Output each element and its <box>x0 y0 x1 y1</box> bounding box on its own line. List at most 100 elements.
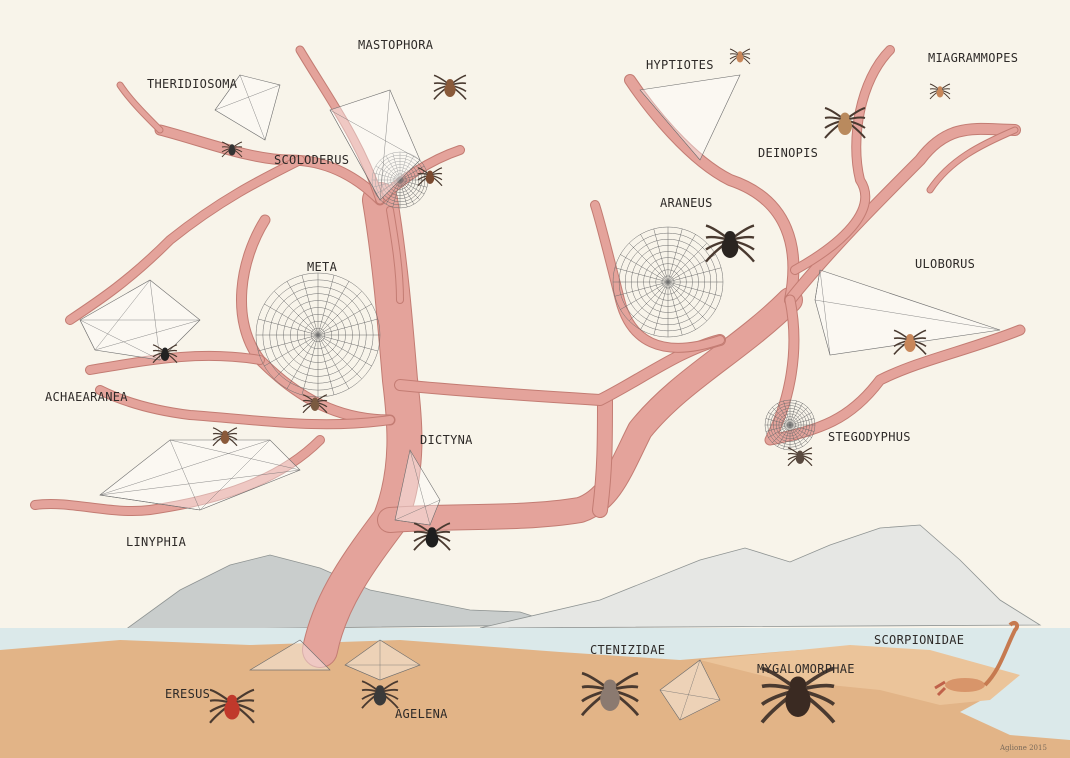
spider-eresus <box>209 688 255 724</box>
web-radial <box>628 281 669 322</box>
web-spiral <box>255 272 381 398</box>
web-radial <box>375 165 401 181</box>
branch <box>395 335 725 405</box>
branch <box>86 351 264 374</box>
label-miagrammopes: MIAGRAMMOPES <box>928 51 1019 65</box>
spider-head <box>427 527 437 536</box>
web-spiral <box>269 286 367 384</box>
web-radial <box>317 334 335 395</box>
web-radial <box>653 228 669 283</box>
web-radial <box>768 424 791 438</box>
web-radial <box>789 400 797 426</box>
web-spiral <box>767 402 813 448</box>
label-stegodyphus: STEGODYPHUS <box>828 430 911 444</box>
web-radial <box>399 179 408 208</box>
branch <box>303 183 422 667</box>
sand-spit <box>700 645 1020 705</box>
web-linyphia <box>99 439 301 511</box>
web-thread <box>394 499 441 521</box>
web-spiral <box>770 405 810 445</box>
web-spiral <box>612 226 724 338</box>
web-radial <box>385 155 401 181</box>
web-dictyna <box>394 449 441 526</box>
web-thread <box>659 689 721 701</box>
web-radial <box>789 424 808 443</box>
spider-head <box>737 51 743 56</box>
web-radial <box>620 254 669 283</box>
web-araneus <box>612 226 724 338</box>
web-radial <box>789 403 803 426</box>
web-thread <box>214 74 241 111</box>
web-radial <box>667 267 722 283</box>
web-radial <box>789 424 803 447</box>
web-radial <box>258 334 319 352</box>
spider-abdomen <box>785 684 811 717</box>
spider-scoloderus <box>417 167 443 187</box>
branch <box>66 156 304 324</box>
web-thread <box>99 469 301 496</box>
spider-hyptiotes <box>729 48 751 65</box>
spider-theridiosoma <box>221 141 243 158</box>
web-radial <box>317 334 350 389</box>
branch <box>593 393 612 517</box>
spider-ctenizidae <box>580 671 640 717</box>
web-thread <box>94 319 201 351</box>
branch <box>31 436 324 515</box>
web-thread <box>214 84 281 111</box>
web-agelena <box>344 639 421 681</box>
spider-head <box>789 676 807 693</box>
web-thread <box>344 664 381 681</box>
web-spiral <box>637 251 699 313</box>
web-radial <box>372 172 401 181</box>
spider-head <box>312 397 318 403</box>
web-spiral <box>655 269 681 295</box>
spider-abdomen <box>795 453 805 464</box>
scorpion-claws <box>934 680 947 697</box>
web-radial <box>301 275 319 336</box>
web-radial <box>667 281 683 336</box>
spider-abdomen <box>224 699 240 720</box>
label-theridiosoma: THERIDIOSOMA <box>147 77 238 91</box>
web-spiral <box>374 154 426 206</box>
web-radial <box>385 179 401 205</box>
web-radial <box>317 281 350 336</box>
web-radial <box>772 407 791 426</box>
web-spiral <box>262 279 374 391</box>
spider-mastophora <box>433 74 467 100</box>
branch <box>117 82 163 133</box>
web-radial <box>777 424 791 447</box>
spider-abdomen <box>220 433 230 444</box>
web-thread <box>149 279 161 361</box>
spider-abdomen <box>444 82 456 98</box>
web-radial <box>301 334 319 395</box>
web-radial <box>399 155 415 181</box>
spider-mygalomorphae <box>760 666 836 724</box>
web-spiral <box>624 238 712 326</box>
web-spiral <box>290 307 346 363</box>
spider-abdomen <box>936 88 944 98</box>
label-eresus: ERESUS <box>165 687 211 701</box>
web-uloborus <box>814 269 1001 356</box>
signature: Aglione 2015 <box>999 744 1047 752</box>
spider-stegodyphus <box>787 447 813 467</box>
web-ctenizidae <box>659 659 721 721</box>
branch <box>791 46 894 274</box>
web-radial <box>317 303 372 336</box>
branch <box>927 127 1018 193</box>
spider-abdomen <box>838 117 852 135</box>
web-spiral <box>764 399 816 451</box>
web-meta <box>255 272 381 398</box>
web-spiral <box>773 408 807 442</box>
scorpion-body <box>945 678 985 692</box>
branch <box>785 123 1020 305</box>
spider-agelena <box>361 680 399 709</box>
web-radial <box>783 424 791 450</box>
label-hyptiotes: HYPTIOTES <box>646 58 714 72</box>
label-mastophora: MASTOPHORA <box>358 38 434 52</box>
web-radial <box>628 242 669 283</box>
web-spiral <box>661 275 675 289</box>
spider-head <box>427 170 433 176</box>
web-thread <box>659 689 681 721</box>
web-thread <box>394 519 431 526</box>
